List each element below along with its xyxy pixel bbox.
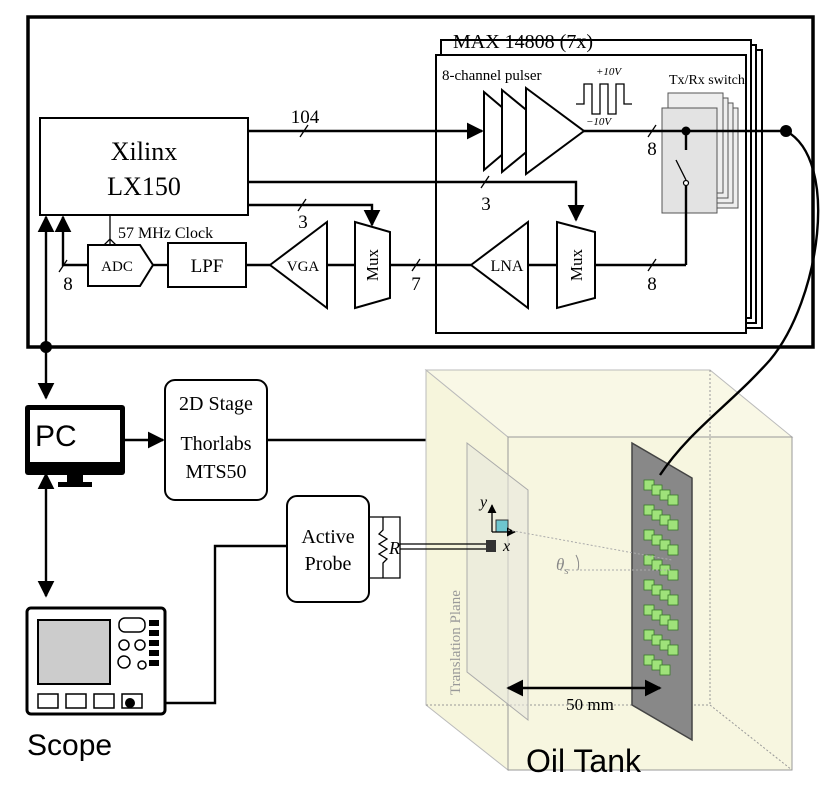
voltage-positive: +10V bbox=[596, 66, 622, 78]
axis-x-label: x bbox=[502, 538, 510, 555]
active-probe-box bbox=[286, 495, 370, 603]
ctrl-mux2-wire bbox=[248, 180, 585, 222]
stage-title: 2D Stage bbox=[179, 393, 253, 415]
resistor-symbol bbox=[377, 517, 389, 578]
mux1-block bbox=[354, 220, 391, 310]
scope-label: Scope bbox=[27, 729, 112, 762]
stage-line2: MTS50 bbox=[185, 461, 246, 483]
probe-line1: Active bbox=[301, 526, 354, 548]
adc-label: ADC bbox=[101, 259, 133, 275]
pc-label: PC bbox=[35, 420, 77, 453]
mux2-label: Mux bbox=[567, 248, 586, 281]
lpf-label: LPF bbox=[191, 256, 224, 277]
bus-slash bbox=[297, 198, 307, 212]
pc-bus-node bbox=[40, 341, 52, 353]
hydrophone-connector bbox=[486, 540, 496, 552]
translation-plane bbox=[466, 441, 529, 722]
pulser-label: 8-channel pulser bbox=[442, 68, 542, 84]
bus-8-tx-label: 8 bbox=[647, 139, 657, 160]
board-frame bbox=[26, 15, 815, 349]
bus-slash bbox=[58, 259, 68, 273]
mux2-block bbox=[556, 220, 596, 310]
stage-line1: Thorlabs bbox=[180, 433, 251, 455]
xilinx-fpga bbox=[39, 117, 249, 216]
max-chip-title: MAX 14808 (7x) bbox=[453, 31, 593, 53]
distance-label: 50 mm bbox=[566, 695, 614, 714]
lna-block bbox=[469, 219, 529, 311]
pulse-waveform bbox=[576, 83, 632, 115]
bus-8-rx-label: 8 bbox=[647, 274, 657, 295]
lna-label: LNA bbox=[491, 258, 524, 275]
bus-slash bbox=[647, 258, 657, 272]
adc-to-fpga-wire bbox=[54, 215, 88, 267]
probe-line2: Probe bbox=[305, 553, 352, 575]
vga-label: VGA bbox=[287, 259, 320, 275]
angle-arc bbox=[575, 554, 580, 571]
switch-contact bbox=[682, 179, 690, 187]
hydrophone-tip bbox=[495, 519, 509, 533]
translation-plane-label: Translation Plane bbox=[448, 590, 464, 695]
clock-label: 57 MHz Clock bbox=[118, 225, 213, 242]
oil-tank-label: Oil Tank bbox=[526, 743, 642, 779]
bus-7-label: 7 bbox=[411, 274, 421, 295]
resistor-label: R bbox=[388, 538, 400, 558]
bus-8-adc-label: 8 bbox=[63, 274, 73, 295]
pc-monitor bbox=[25, 405, 125, 487]
array-cable bbox=[659, 129, 820, 476]
mux1-label: Mux bbox=[363, 248, 382, 281]
bus-104-label: 104 bbox=[291, 107, 320, 128]
bus-3b-label: 3 bbox=[481, 194, 491, 215]
bus-slash bbox=[480, 175, 490, 189]
voltage-negative: −10V bbox=[586, 116, 612, 128]
pulser-amplifiers bbox=[483, 86, 586, 176]
clock-marker bbox=[103, 238, 117, 246]
vga-block bbox=[268, 219, 328, 311]
switch-blade bbox=[675, 159, 687, 181]
fpga-label-line2: LX150 bbox=[107, 172, 181, 201]
axis-y-label: y bbox=[478, 494, 488, 511]
txrx-switch-stack bbox=[661, 92, 739, 214]
fpga-label-line1: Xilinx bbox=[111, 137, 177, 166]
switch-label: Tx/Rx switch bbox=[669, 73, 745, 88]
lpf-block bbox=[167, 242, 247, 288]
oscilloscope bbox=[25, 606, 167, 716]
bus-slash bbox=[411, 258, 421, 272]
bus-slash bbox=[299, 124, 309, 138]
bus-slash bbox=[647, 124, 657, 138]
bus-3a-label: 3 bbox=[298, 212, 308, 233]
probe-to-scope-wire bbox=[130, 544, 287, 705]
adc-block bbox=[87, 244, 155, 287]
ctrl-mux1-wire bbox=[248, 203, 381, 227]
angle-label: θs bbox=[556, 555, 569, 577]
